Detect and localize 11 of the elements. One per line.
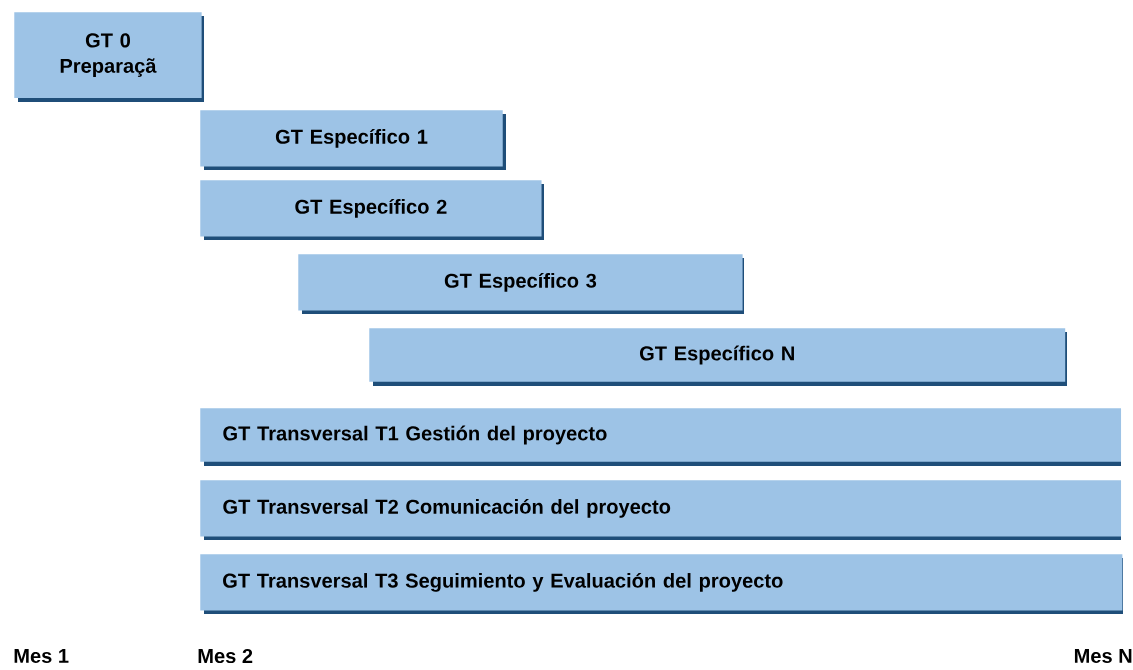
axis-label: Mes N: [1074, 649, 1132, 663]
task-bar: GT Específico 1: [200, 110, 506, 170]
axis-label: Mes 2: [198, 648, 253, 664]
task-bar: GT 0 Preparaçã: [14, 12, 204, 102]
task-bar: GT Específico 3: [298, 254, 744, 314]
task-bar: GT Transversal T3 Seguimiento y Evaluación del proyecto: [200, 554, 1123, 614]
task-bar: GT Específico 2: [200, 180, 544, 240]
task-bar: GT Transversal T2 Comunicación del proyecto: [200, 480, 1122, 540]
task-bar: GT Específico N: [369, 328, 1067, 386]
task-bar: GT Transversal T1 Gestión del proyecto: [200, 408, 1122, 466]
axis-label: Mes 1: [14, 649, 69, 663]
